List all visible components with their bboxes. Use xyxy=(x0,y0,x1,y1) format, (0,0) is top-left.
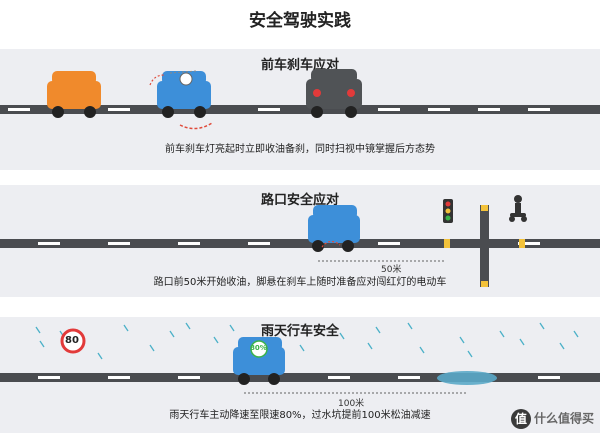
panel-title: 雨天行车安全 xyxy=(260,324,339,339)
rain-drops xyxy=(35,322,579,360)
page-title: 安全驾驶实践 xyxy=(249,11,351,31)
road xyxy=(0,373,600,382)
watermark: 值什么值得买 xyxy=(510,409,594,429)
panel-title: 路口安全应对 xyxy=(260,193,339,208)
blue-car xyxy=(308,205,360,252)
distance-label: 100米 xyxy=(338,399,365,409)
car-speed-badge: 80% xyxy=(250,344,267,352)
mirror-icon xyxy=(179,72,193,86)
scene-rain xyxy=(0,322,600,394)
orange-car xyxy=(47,71,101,118)
panel-caption: 雨天行车主动降速至限速80%，过水坑提前100米松油减速 xyxy=(169,410,431,421)
road xyxy=(0,105,600,114)
scene-intersection xyxy=(0,195,600,287)
scene-front-car-braking xyxy=(0,69,600,130)
blue-car xyxy=(233,337,285,385)
panel-caption: 前车刹车灯亮起时立即收油备刹，同时扫视中镜掌握后方态势 xyxy=(165,144,435,155)
cross-road xyxy=(480,205,489,287)
road xyxy=(0,239,600,248)
watermark-text: 什么值得买 xyxy=(533,411,594,426)
panel-caption: 路口前50米开始收油，脚悬在刹车上随时准备应对闯红灯的电动车 xyxy=(153,277,447,288)
puddle xyxy=(437,371,497,385)
traffic-light-icon xyxy=(443,199,453,223)
speed-limit-value: 80 xyxy=(65,335,79,346)
distance-label: 50米 xyxy=(381,265,402,275)
blue-car xyxy=(149,70,213,130)
watermark-badge: 值 xyxy=(510,409,531,429)
gray-car-braking xyxy=(306,69,362,118)
speed-badge xyxy=(250,340,268,358)
ebike-rider-icon xyxy=(509,195,527,222)
speed-limit-sign-icon xyxy=(60,328,86,354)
